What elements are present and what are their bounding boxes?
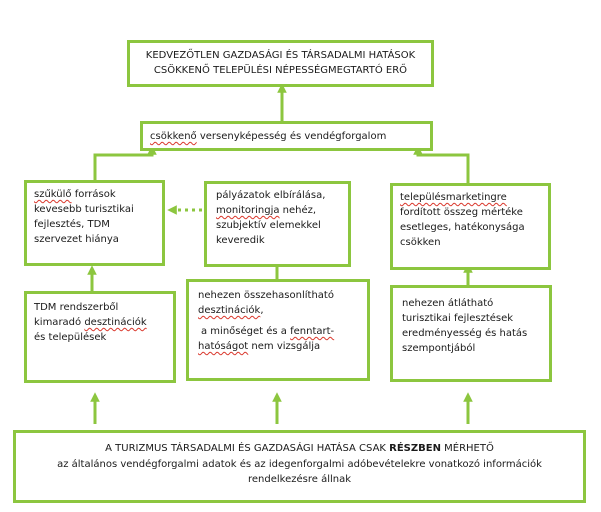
left-lower-line-2: kimaradó desztinációk [34, 315, 173, 330]
arrow-right-upper-to-middle [413, 145, 470, 183]
left-upper-line-3: fejlesztés, TDM [34, 219, 110, 230]
center-lower-line-1: nehezen összehasonlítható [198, 290, 334, 301]
center-upper-line-2-rest: nehéz, [279, 205, 317, 216]
bottom-box-line-1: A TURIZMUS TÁRSADALMI ÉS GAZDASÁGI HATÁS… [16, 441, 583, 457]
middle-box-line: csökkenő versenyképesség és vendégforgal… [150, 129, 430, 144]
center-upper-line-4: keveredik [216, 235, 265, 246]
left-upper-line-2: kevesebb turisztikai [34, 204, 134, 215]
bottom-measurement-box: A TURIZMUS TÁRSADALMI ÉS GAZDASÁGI HATÁS… [13, 430, 586, 503]
bottom-box-line-1-prefix: A TURIZMUS TÁRSADALMI ÉS GAZDASÁGI HATÁS… [105, 443, 390, 454]
bottom-box-line-3: rendelkezésre állnak [247, 474, 352, 485]
left-upper-line-1: szűkülő források [34, 187, 162, 202]
center-lower-line-4-rest: nem vizsgálja [248, 341, 321, 352]
center-upper-line-1: pályázatok elbírálása, [216, 190, 326, 201]
center-lower-underlined-2: fenntart- [290, 326, 335, 337]
center-upper-box: pályázatok elbírálása, monitoringja nehé… [204, 181, 351, 267]
bottom-box-line-2: az általános vendégforgalmi adatok és az… [57, 458, 542, 470]
top-box-line-2: CSÖKKENŐ TELEPÜLÉSI NÉPESSÉGMEGTARTÓ ERŐ [153, 65, 408, 76]
right-upper-line-1: településmarketingre [400, 192, 507, 203]
center-lower-underlined-3: hatóságot [198, 341, 249, 352]
right-lower-line-3: eredményesség és hatás [402, 328, 528, 339]
left-lower-line-2-prefix: kimaradó [34, 317, 85, 328]
middle-competitiveness-box: csökkenő versenyképesség és vendégforgal… [140, 121, 433, 151]
left-lower-underlined: desztinációk [84, 317, 147, 328]
bottom-box-bold-word: RÉSZBEN [389, 443, 441, 454]
center-lower-box: nehezen összehasonlítható desztinációk, … [186, 279, 370, 381]
top-box-line-1: KEDVEZŐTLEN GAZDASÁGI ÉS TÁRSADALMI HATÁ… [145, 50, 416, 61]
middle-box-rest: versenyképesség és vendégforgalom [196, 131, 387, 142]
left-lower-line-1: TDM rendszerből [34, 302, 119, 313]
left-upper-line-1-rest: források [71, 189, 116, 200]
right-lower-box: nehezen átlátható turisztikai fejlesztés… [390, 285, 552, 382]
center-upper-line-2: monitoringja nehéz, [216, 203, 348, 218]
right-upper-box: településmarketingre fordított összeg mé… [390, 183, 551, 270]
arrow-left-upper-to-middle [93, 145, 157, 180]
center-lower-underlined-1: desztinációk [198, 305, 261, 316]
left-upper-line-4: szervezet hiánya [34, 234, 119, 245]
left-upper-underlined: szűkülő [34, 189, 72, 200]
center-lower-line-2: desztinációk, [198, 303, 367, 318]
top-effect-box: KEDVEZŐTLEN GAZDASÁGI ÉS TÁRSADALMI HATÁ… [127, 40, 434, 87]
right-upper-line-4: csökken [400, 237, 441, 248]
center-upper-underlined: monitoringja [216, 205, 280, 216]
right-lower-line-2: turisztikai fejlesztések [402, 313, 514, 324]
center-lower-line-3: a minőséget és a fenntart- [198, 324, 367, 339]
right-upper-line-3: esetleges, hatékonysága [400, 222, 525, 233]
middle-box-underlined: csökkenő [150, 131, 197, 142]
right-lower-line-1: nehezen átlátható [402, 298, 494, 309]
left-lower-box: TDM rendszerből kimaradó desztinációk és… [24, 291, 176, 383]
right-lower-line-4: szempontjából [402, 343, 476, 354]
center-lower-line-4: hatóságot nem vizsgálja [198, 339, 367, 354]
left-upper-box: szűkülő források kevesebb turisztikai fe… [24, 180, 165, 266]
center-lower-line-3-prefix: a minőséget és a [201, 326, 291, 337]
right-upper-line-2: fordított összeg mértéke [400, 207, 523, 218]
center-upper-line-3: szubjektív elemekkel [216, 220, 321, 231]
left-lower-line-3: és települések [34, 332, 107, 343]
center-lower-line-2-rest: , [260, 305, 264, 316]
bottom-box-line-1-suffix: MÉRHETŐ [440, 443, 494, 454]
